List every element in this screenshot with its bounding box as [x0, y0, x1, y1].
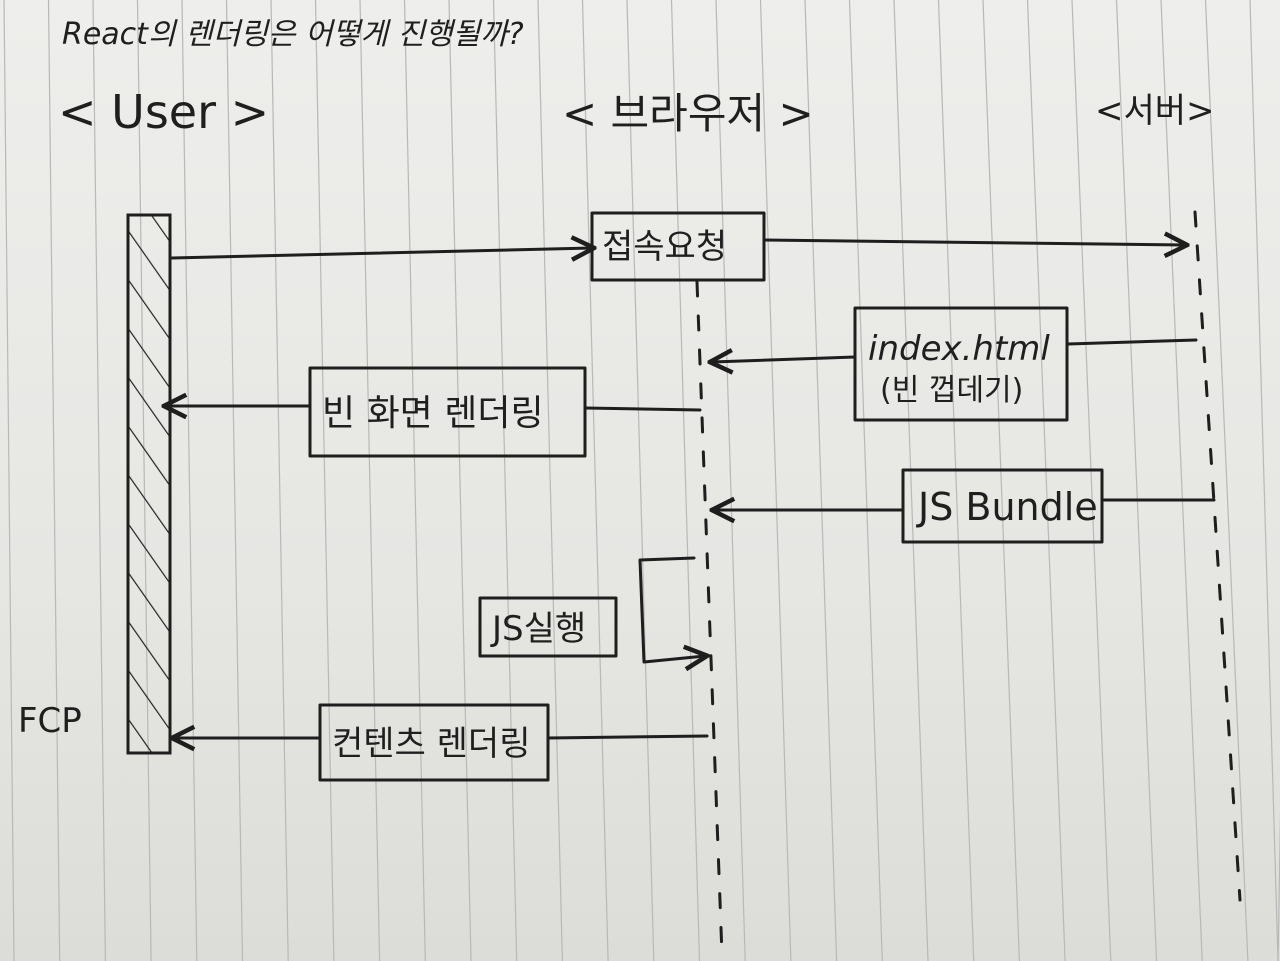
blank-render-label: 빈 화면 렌더링 [322, 393, 544, 434]
index-html-label: index.html [868, 329, 1050, 369]
js-bundle-box [901, 468, 1104, 544]
ruling-line [359, 0, 381, 961]
ruling-line [448, 0, 472, 961]
ruling-line [1071, 0, 1112, 961]
user-activation-bar [126, 213, 172, 755]
connect-request-box [590, 211, 766, 282]
ruling-line [3, 0, 15, 961]
ruling-line [893, 0, 929, 961]
js-run-self-arrow [638, 556, 705, 662]
arrow-browser-to-server [762, 240, 1185, 245]
participant-browser: < 브라우저 > [562, 89, 814, 138]
ruling-line [804, 0, 838, 961]
js-run-box [478, 596, 618, 658]
ruling-line [225, 0, 244, 961]
ruling-line [314, 0, 335, 961]
index-line-server [1066, 338, 1198, 346]
ruling-line [1204, 0, 1249, 961]
ruling-line [715, 0, 746, 961]
ruling-line [181, 0, 198, 961]
ruling-line [537, 0, 563, 961]
index-html-box [853, 306, 1069, 422]
ruling-line [1026, 0, 1066, 961]
ruling-line [937, 0, 975, 961]
js-run-label: JS실행 [490, 609, 586, 649]
ruling-line [982, 0, 1020, 961]
ruling-line [670, 0, 701, 961]
content-render-box [318, 703, 550, 782]
diagram-title: React의 렌더링은 어떻게 진행될까? [62, 17, 524, 52]
fcp-label: FCP [18, 701, 82, 741]
arrow-index-to-browser [712, 357, 857, 362]
ruling-line [92, 0, 106, 961]
ruling-line [270, 0, 289, 961]
ruling-line [403, 0, 426, 961]
blank-render-line-browser [583, 406, 702, 412]
browser-lifeline [695, 280, 724, 957]
connect-request-label: 접속요청 [602, 227, 727, 267]
ruling-line [626, 0, 655, 961]
ruling-line [492, 0, 518, 961]
js-bundle-label: JS Bundle [916, 485, 1098, 529]
participant-server: <서버> [1095, 91, 1215, 131]
ruling-line [581, 0, 609, 961]
server-lifeline [1193, 210, 1242, 902]
ruling-line [47, 0, 61, 961]
participant-user: < User > [58, 85, 269, 139]
content-render-line-browser [546, 734, 709, 740]
ruling-line [759, 0, 792, 961]
ruling-line [1115, 0, 1158, 961]
index-html-sublabel: (빈 껍데기) [880, 373, 1023, 408]
blank-render-box [308, 366, 587, 458]
arrow-user-to-browser [170, 248, 592, 258]
notebook-ruling [3, 0, 1280, 961]
ruling-line [1249, 0, 1279, 961]
ruling-line [1160, 0, 1203, 961]
ruling-line [848, 0, 883, 961]
content-render-label: 컨텐츠 렌더링 [332, 724, 531, 764]
